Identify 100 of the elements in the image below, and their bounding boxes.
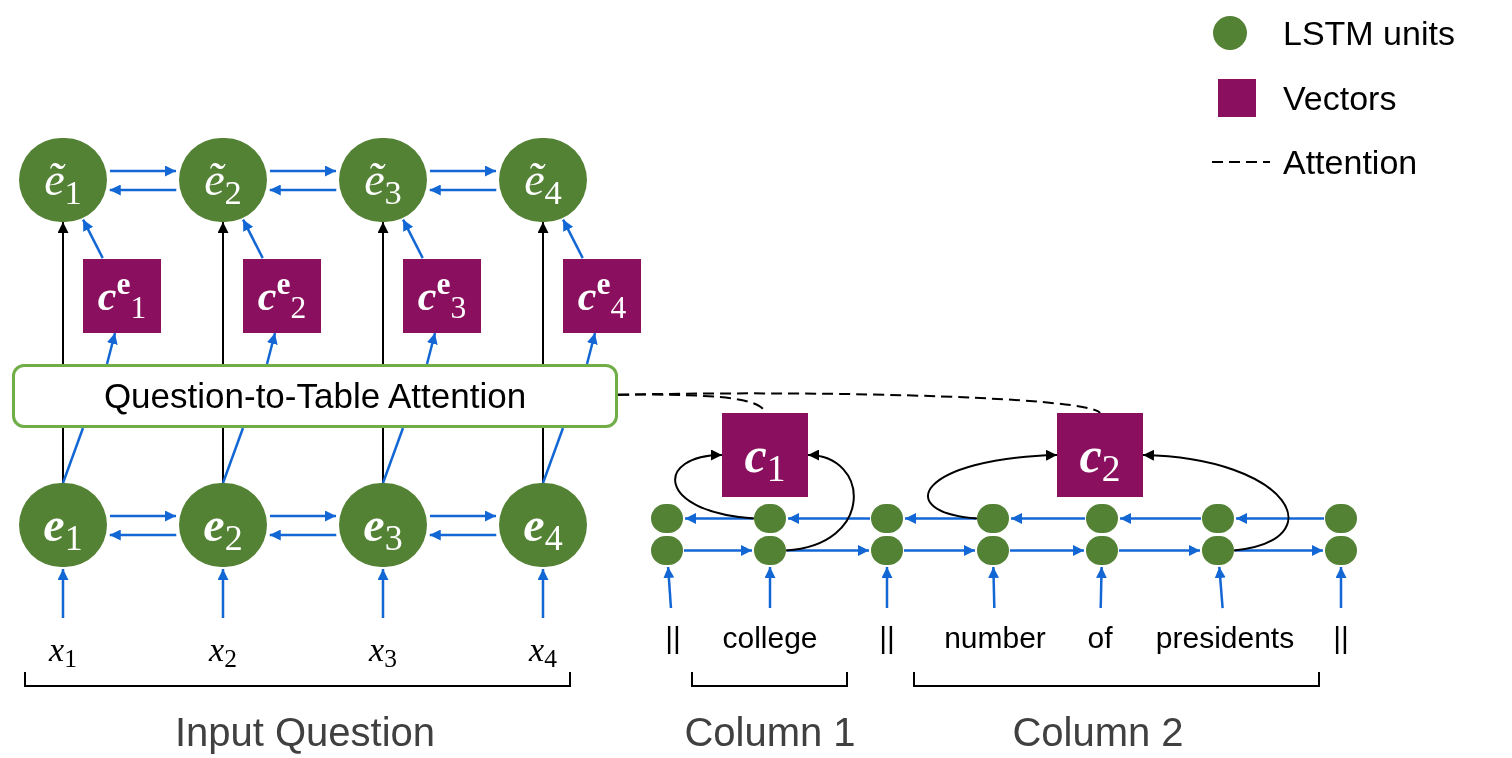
arrow xyxy=(787,545,869,556)
connector xyxy=(62,427,64,484)
arrow xyxy=(57,569,69,618)
lstm-unit: e$_{3}$ xyxy=(339,483,427,567)
arrow xyxy=(927,450,1058,520)
arrow xyxy=(905,513,976,524)
arrow xyxy=(674,450,755,520)
vector-square: c$_{2}$ xyxy=(1057,413,1143,497)
arrow xyxy=(110,165,176,177)
arrow xyxy=(270,165,336,177)
arrow xyxy=(82,219,104,259)
arrow xyxy=(109,529,177,541)
arrow xyxy=(785,450,855,552)
column-token: presidents xyxy=(1135,618,1315,658)
arrow xyxy=(377,221,389,365)
lstm-unit xyxy=(977,504,1009,533)
legend-label: LSTM units xyxy=(1283,13,1455,53)
column-token: || xyxy=(658,618,688,658)
arrow xyxy=(430,510,496,522)
arrow xyxy=(217,221,229,365)
arrow xyxy=(881,567,893,608)
legend-label: Attention xyxy=(1283,142,1418,182)
lstm-unit: e$_{2}$ xyxy=(179,483,267,567)
lstm-unit: ẽ$_{4}$ xyxy=(499,138,587,222)
lstm-unit xyxy=(1086,504,1118,533)
arrow xyxy=(377,569,389,618)
arrow xyxy=(242,219,264,259)
lstm-unit xyxy=(651,504,683,533)
legend-label: Vectors xyxy=(1283,78,1397,118)
group-label: Column 1 xyxy=(684,709,856,756)
lstm-unit xyxy=(1202,504,1234,533)
arrow xyxy=(402,219,424,259)
lstm-unit: e$_{1}$ xyxy=(19,483,107,567)
column-token: number xyxy=(930,618,1060,658)
arrow xyxy=(1236,513,1324,524)
arrow xyxy=(105,332,118,365)
input-token: x$_{2}$ xyxy=(193,628,253,672)
arrow xyxy=(217,569,229,618)
column-token: college xyxy=(705,618,835,658)
connector xyxy=(382,427,384,484)
connector xyxy=(542,427,544,484)
lstm-unit xyxy=(871,504,903,533)
arrow xyxy=(269,184,337,196)
arrow xyxy=(109,184,177,196)
arrow xyxy=(430,165,496,177)
connector xyxy=(61,427,85,484)
arrow xyxy=(1011,513,1085,524)
arrow xyxy=(1010,545,1084,556)
connector xyxy=(381,427,405,484)
column-token: || xyxy=(1326,618,1356,658)
arrow xyxy=(265,332,278,365)
arrow xyxy=(585,332,598,365)
lstm-unit xyxy=(1202,536,1234,565)
arrow xyxy=(57,221,69,365)
lstm-unit xyxy=(871,536,903,565)
lstm-unit xyxy=(754,504,786,533)
arrow xyxy=(764,567,776,608)
connector xyxy=(541,427,565,484)
vector-square: c$_{1}$ xyxy=(722,413,808,497)
arrow xyxy=(1235,545,1323,556)
lstm-unit: ẽ$_{3}$ xyxy=(339,138,427,222)
arrow xyxy=(270,510,336,522)
lstm-unit xyxy=(1325,536,1357,565)
lstm-unit xyxy=(977,536,1009,565)
lstm-unit xyxy=(754,536,786,565)
lstm-unit xyxy=(1086,536,1118,565)
lstm-unit: ẽ$_{1}$ xyxy=(19,138,107,222)
input-token: x$_{4}$ xyxy=(513,628,573,672)
arrow xyxy=(685,513,753,524)
arrow xyxy=(110,510,176,522)
arrow xyxy=(1142,450,1289,552)
group-label: Column 2 xyxy=(1012,709,1184,756)
arrow xyxy=(1214,566,1226,609)
arrow xyxy=(663,566,675,609)
lstm-unit: ẽ$_{2}$ xyxy=(179,138,267,222)
arrow xyxy=(425,332,438,365)
arrow xyxy=(1335,567,1347,608)
arrow xyxy=(537,569,549,618)
arrow xyxy=(988,566,1000,609)
lstm-unit xyxy=(651,536,683,565)
arrow xyxy=(788,513,870,524)
arrow xyxy=(269,529,337,541)
connector xyxy=(222,427,224,484)
connector xyxy=(221,427,245,484)
arrow xyxy=(429,184,497,196)
lstm-unit: e$_{4}$ xyxy=(499,483,587,567)
arrow xyxy=(429,529,497,541)
arrow xyxy=(684,545,752,556)
input-token: x$_{1}$ xyxy=(33,628,93,672)
arrow xyxy=(562,219,584,259)
arrow xyxy=(1119,545,1200,556)
arrow xyxy=(537,221,549,365)
attention-line xyxy=(617,392,1101,414)
arrow xyxy=(904,545,975,556)
arrow xyxy=(1095,566,1107,609)
column-token: of xyxy=(1080,618,1120,658)
column-token: || xyxy=(872,618,902,658)
input-token: x$_{3}$ xyxy=(353,628,413,672)
group-label: Input Question xyxy=(174,709,436,756)
lstm-unit xyxy=(1325,504,1357,533)
